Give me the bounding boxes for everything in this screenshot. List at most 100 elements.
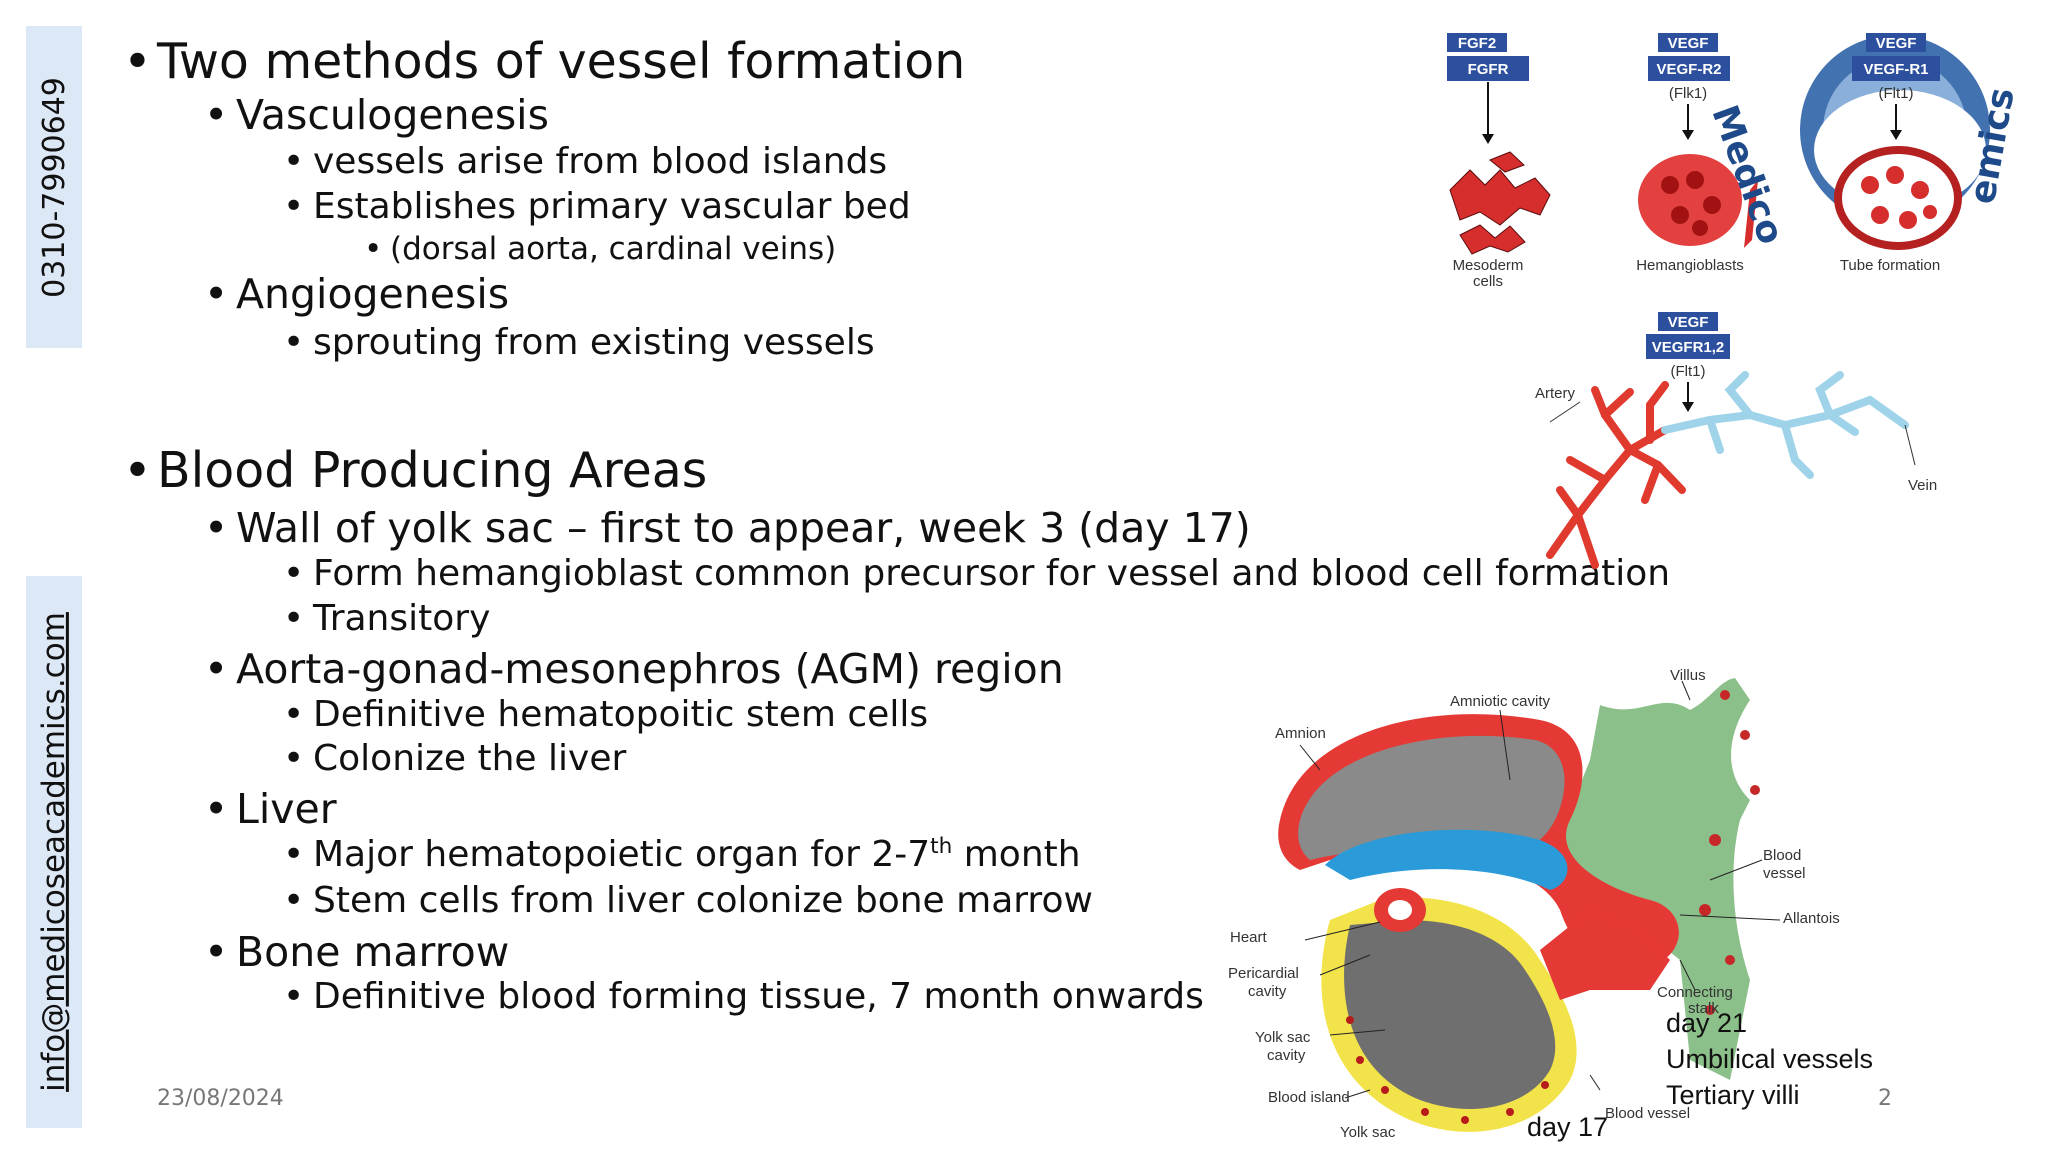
blood-island-label: Blood island bbox=[1268, 1089, 1350, 1106]
yolk-sac-cavity-label-1: Yolk sac bbox=[1255, 1029, 1311, 1046]
blood-vessel-label-1: Blood bbox=[1763, 847, 1801, 864]
bullet-text: Bone marrow bbox=[236, 928, 510, 976]
bullet-marker: • bbox=[204, 504, 229, 552]
bullet-marker: • bbox=[283, 738, 305, 779]
bullet-line-level-2: •Form hemangioblast common precursor for… bbox=[283, 553, 1671, 594]
allantois-shape bbox=[1540, 910, 1670, 1000]
bullet-text: Definitive blood forming tissue, 7 month… bbox=[313, 976, 1204, 1017]
bullet-line-level-2: •sprouting from existing vessels bbox=[283, 322, 875, 363]
mesoderm-label: Mesoderm bbox=[1453, 257, 1524, 274]
bullet-line-level-0: •Two methods of vessel formation bbox=[123, 33, 966, 90]
bullet-marker: • bbox=[283, 834, 305, 875]
mesoderm-cells-illustration bbox=[1449, 151, 1551, 255]
annotation-umbilical-vessels: Umbilical vessels bbox=[1666, 1044, 1874, 1074]
bullet-text: Two methods of vessel formation bbox=[157, 33, 966, 90]
vegf-label-2: VEGF bbox=[1876, 35, 1917, 52]
pericardial-label-2: cavity bbox=[1248, 983, 1287, 1000]
bullet-marker: • bbox=[283, 976, 305, 1017]
bullet-marker: • bbox=[204, 645, 229, 693]
bullet-line-level-2: •Stem cells from liver colonize bone mar… bbox=[283, 880, 1093, 921]
bullet-line-level-2: •Colonize the liver bbox=[283, 738, 627, 779]
bullet-text: vessels arise from blood islands bbox=[313, 141, 888, 182]
villus-illustration bbox=[1530, 678, 1760, 1080]
yolk-sac-cavity-shape bbox=[1344, 920, 1556, 1109]
allantois-label: Allantois bbox=[1783, 910, 1840, 927]
embryo-blue-band bbox=[1325, 829, 1568, 890]
vegfr1-label: VEGF-R1 bbox=[1863, 61, 1928, 78]
flk1-label: (Flk1) bbox=[1669, 85, 1707, 102]
blood-vessel-label-2: vessel bbox=[1763, 865, 1806, 882]
bullet-marker: • bbox=[204, 785, 229, 833]
bullet-text: Aorta-gonad-mesonephros (AGM) region bbox=[236, 645, 1064, 693]
bullet-marker: • bbox=[283, 322, 305, 363]
hemangioblasts-illustration bbox=[1638, 154, 1758, 248]
heart-label: Heart bbox=[1230, 929, 1268, 946]
connecting-stalk-label-1: Connecting bbox=[1657, 984, 1733, 1001]
amnion-label: Amnion bbox=[1275, 725, 1326, 742]
blood-islands bbox=[1346, 1016, 1549, 1124]
heart-illustration bbox=[1374, 888, 1426, 932]
bullet-text: Colonize the liver bbox=[313, 738, 627, 779]
bullet-line-level-3: •(dorsal aorta, cardinal veins) bbox=[364, 231, 837, 267]
bullet-text: Definitive hematopoitic stem cells bbox=[313, 694, 929, 735]
bullet-marker: • bbox=[204, 928, 229, 976]
vegf-label-3: VEGF bbox=[1668, 314, 1709, 331]
pericardial-label-1: Pericardial bbox=[1228, 965, 1299, 982]
tube-formation-label: Tube formation bbox=[1840, 257, 1940, 274]
vegfr12-group: VEGF VEGFR1,2 (Flt1) bbox=[1646, 312, 1730, 412]
slide-page-number: 2 bbox=[1878, 1086, 1892, 1111]
bullet-line-level-2: •Definitive blood forming tissue, 7 mont… bbox=[283, 976, 1204, 1017]
bullet-text: (dorsal aorta, cardinal veins) bbox=[390, 231, 837, 267]
vessel-formation-figure: FGF2 FGFR VEGF VEGF-R2 (Flk1) VEGF VEGF-… bbox=[1447, 33, 1990, 569]
vein-label: Vein bbox=[1908, 477, 1937, 494]
vegf-label-1: VEGF bbox=[1668, 35, 1709, 52]
vegfr2-group: VEGF VEGF-R2 (Flk1) bbox=[1648, 33, 1730, 140]
mesoderm-cells-label: cells bbox=[1473, 273, 1503, 290]
phone-number: 0310-7990649 bbox=[36, 76, 72, 298]
vegfr12-label: VEGFR1,2 bbox=[1652, 339, 1725, 356]
bullet-marker: • bbox=[123, 33, 152, 90]
bullet-text-suffix: month bbox=[952, 834, 1081, 875]
bullet-marker: • bbox=[283, 694, 305, 735]
bullet-text: Establishes primary vascular bed bbox=[313, 186, 911, 227]
artery-label: Artery bbox=[1535, 385, 1576, 402]
bullet-line-level-1: •Vasculogenesis bbox=[204, 91, 549, 139]
annotation-tertiary-villi: Tertiary villi bbox=[1666, 1080, 1800, 1110]
email-link[interactable]: info@medicoseacademics.com bbox=[36, 612, 73, 1092]
villus-label: Villus bbox=[1670, 667, 1706, 684]
annotation-day17: day 17 bbox=[1527, 1112, 1609, 1142]
bullet-line-level-1: •Bone marrow bbox=[204, 928, 510, 976]
annotation-day21: day 21 bbox=[1666, 1008, 1748, 1038]
bullet-line-level-2: •Major hematopoietic organ for 2-7th mon… bbox=[283, 834, 1081, 875]
bullet-text: Vasculogenesis bbox=[236, 91, 549, 139]
hemangioblasts-label: Hemangioblasts bbox=[1636, 257, 1744, 274]
blood-vessel-bottom-label: Blood vessel bbox=[1605, 1105, 1690, 1122]
bullet-marker: • bbox=[283, 141, 305, 182]
embryo-labels bbox=[1299, 680, 1781, 1099]
bullet-line-level-2: •Transitory bbox=[283, 598, 490, 639]
fgf-receptor-group: FGF2 FGFR bbox=[1447, 33, 1529, 144]
superscript: th bbox=[930, 834, 953, 859]
bullet-line-level-1: •Aorta-gonad-mesonephros (AGM) region bbox=[204, 645, 1064, 693]
bullet-line-level-2: •Establishes primary vascular bed bbox=[283, 186, 911, 227]
bullet-text: Liver bbox=[236, 785, 337, 833]
bullet-text: Blood Producing Areas bbox=[157, 442, 708, 499]
bullet-marker: • bbox=[364, 231, 383, 267]
slide-date: 23/08/2024 bbox=[157, 1086, 284, 1111]
bullet-text: Major hematopoietic organ for 2-7 bbox=[313, 834, 931, 875]
email-sidebar: info@medicoseacademics.com bbox=[26, 576, 82, 1128]
phone-sidebar: 0310-7990649 bbox=[26, 26, 82, 348]
vein-branches bbox=[1661, 371, 1909, 479]
yolk-sac-label: Yolk sac bbox=[1340, 1124, 1396, 1141]
bullet-text: sprouting from existing vessels bbox=[313, 322, 875, 363]
bullet-text: Form hemangioblast common precursor for … bbox=[313, 553, 1671, 594]
amniotic-cavity-shape bbox=[1298, 735, 1565, 860]
flt1-label-a: (Flt1) bbox=[1879, 85, 1914, 102]
bullet-marker: • bbox=[123, 442, 152, 499]
bullet-marker: • bbox=[283, 598, 305, 639]
embryo-figure: Amniotic cavity Amnion Villus Blood vess… bbox=[1228, 667, 1840, 1141]
connecting-stalk-label-2: stalk bbox=[1688, 1000, 1719, 1017]
bullet-text: Stem cells from liver colonize bone marr… bbox=[313, 880, 1093, 921]
fgfr-label: FGFR bbox=[1468, 61, 1509, 78]
yolk-sac-cavity-label-2: cavity bbox=[1267, 1047, 1306, 1064]
